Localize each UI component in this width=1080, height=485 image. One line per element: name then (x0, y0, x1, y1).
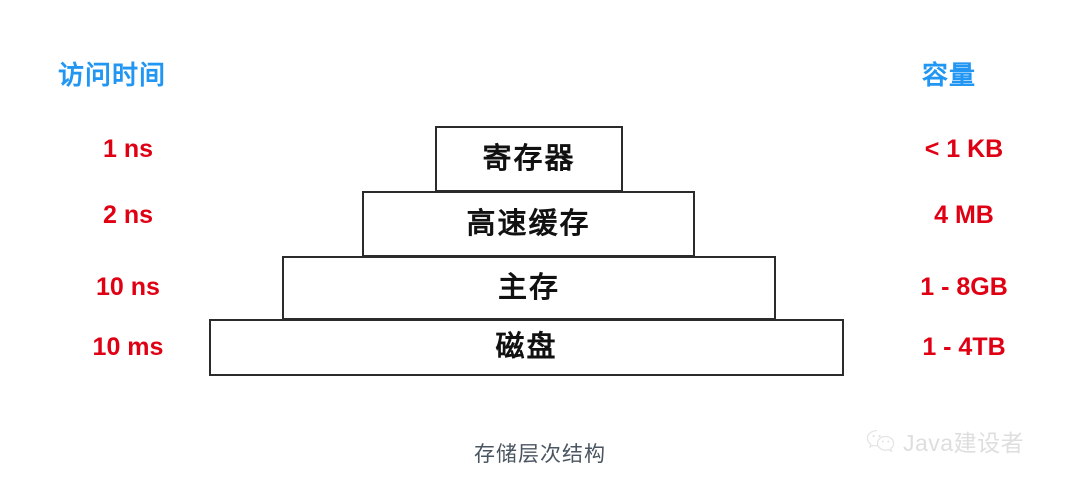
wechat-icon (866, 429, 895, 453)
capacity-value-disk: 1 - 4TB (922, 333, 1006, 361)
capacity-value-register: < 1 KB (924, 135, 1004, 163)
pyramid-tier-label-cache: 高速缓存 (466, 207, 591, 240)
pyramid-tier-label-register: 寄存器 (482, 142, 576, 175)
access-time-value-cache: 2 ns (102, 201, 154, 229)
pyramid-tier-cache: 高速缓存 (362, 191, 695, 257)
pyramid-tier-label-main-memory: 主存 (497, 271, 560, 304)
pyramid-tier-register: 寄存器 (435, 126, 623, 192)
capacity-value-main-memory: 1 - 8GB (920, 273, 1008, 301)
watermark: Java建设者 (866, 424, 1024, 458)
capacity-value-cache: 4 MB (934, 201, 994, 229)
column-header-access-time: 访问时间 (58, 60, 167, 90)
access-time-value-disk: 10 ms (92, 333, 164, 361)
watermark-label: Java建设者 (903, 430, 1025, 456)
pyramid-tier-label-disk: 磁盘 (495, 331, 558, 363)
access-time-value-main-memory: 10 ns (96, 273, 160, 301)
diagram-caption: 存储层次结构 (474, 443, 606, 466)
column-header-capacity: 容量 (922, 60, 977, 90)
pyramid-tier-main-memory: 主存 (282, 256, 776, 320)
access-time-value-register: 1 ns (102, 135, 154, 163)
pyramid-tier-disk: 磁盘 (209, 319, 844, 376)
